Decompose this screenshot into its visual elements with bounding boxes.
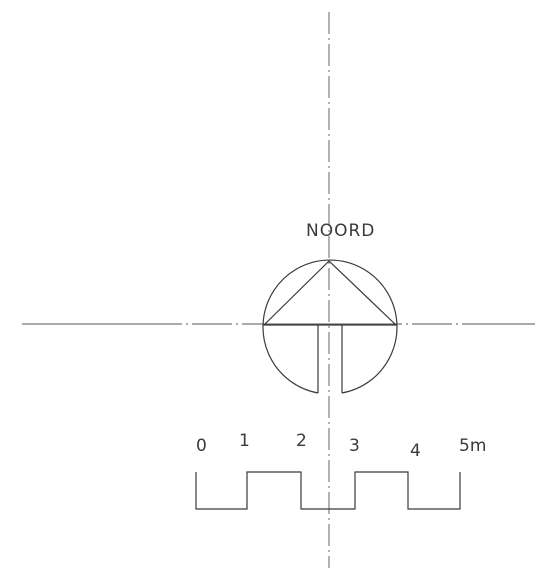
scale-label-0: 0 [196, 436, 207, 456]
scale-label-1: 1 [239, 431, 250, 451]
scale-label-3: 3 [349, 436, 360, 456]
scale-label-2: 2 [296, 431, 307, 451]
north-arrow-shaft [317, 325, 343, 393]
compass-circle [262, 259, 398, 394]
scale-bar [195, 471, 461, 510]
scale-label-4: 4 [410, 441, 421, 461]
north-label: NOORD [306, 221, 375, 241]
scale-label-5m: 5m [459, 436, 486, 456]
north-arrow-head [262, 260, 398, 326]
